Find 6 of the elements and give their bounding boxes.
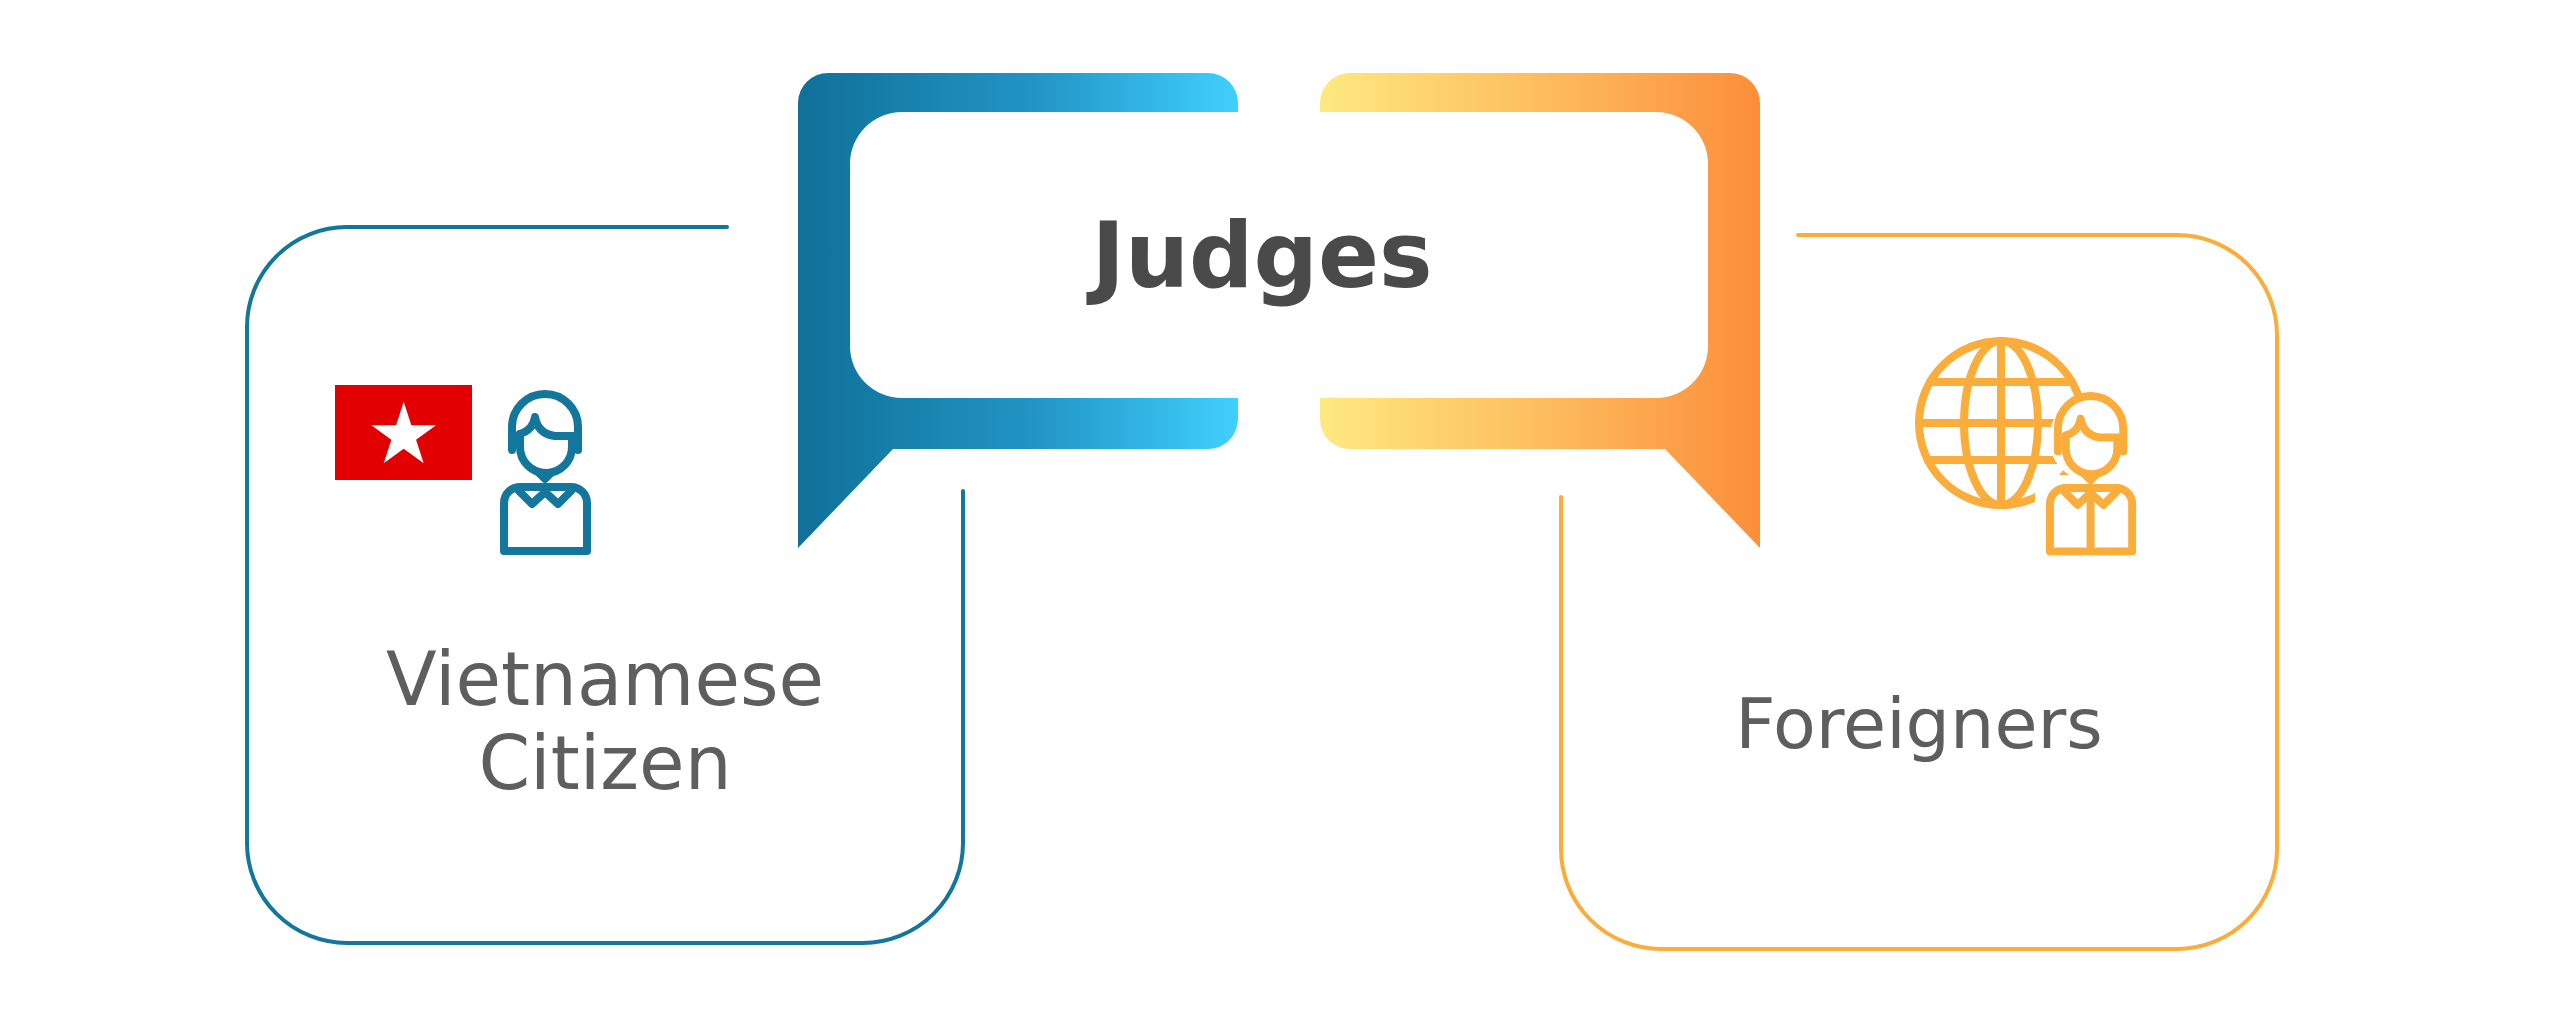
speech-bubble: [798, 73, 1760, 548]
outlined-card: [245, 225, 965, 945]
card-label: Foreigners: [1735, 682, 2103, 766]
outlined-card: [1559, 233, 2279, 951]
card-label: Vietnamese Citizen: [384, 637, 825, 805]
bubble-title: Judges: [1081, 196, 1443, 314]
